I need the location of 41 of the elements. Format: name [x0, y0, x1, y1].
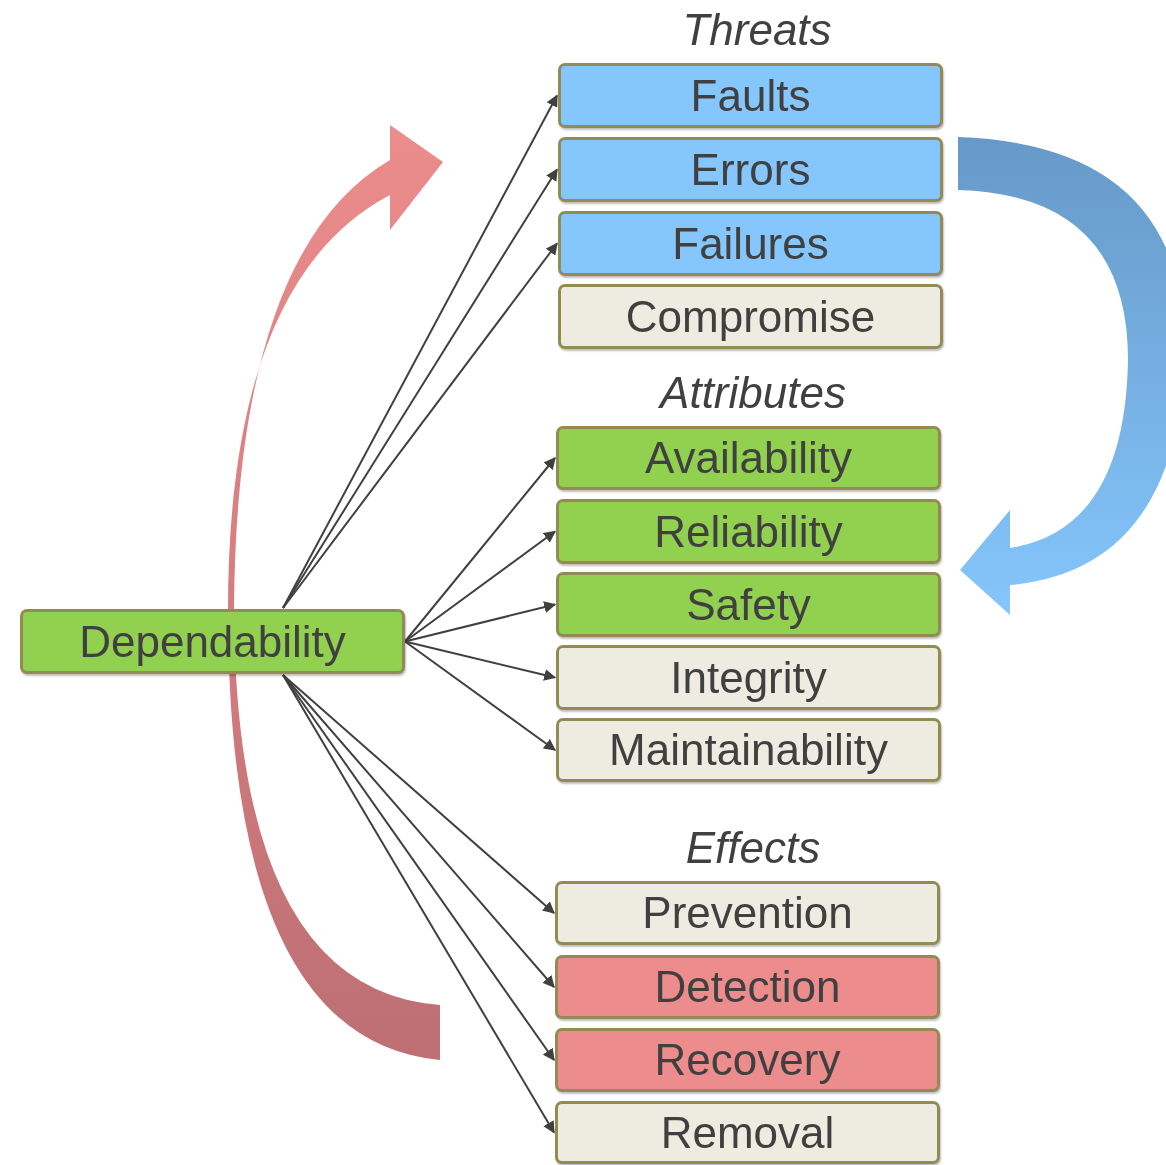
term-box [556, 718, 941, 782]
term-box [558, 211, 943, 276]
term-label: Dependability [79, 619, 346, 664]
arrow [282, 674, 555, 914]
term-box [20, 609, 405, 674]
arrow [404, 601, 557, 643]
term-label: Errors [690, 147, 811, 192]
arrow [282, 242, 558, 609]
arrow [404, 530, 556, 643]
arrow [282, 674, 555, 1134]
term-box [558, 284, 943, 349]
arrow [404, 457, 556, 643]
term-label: Prevention [642, 891, 853, 935]
term-box [558, 137, 943, 202]
term-box [556, 572, 941, 637]
arrow [404, 640, 556, 751]
group-heading: Threats [682, 8, 832, 52]
term-box [556, 499, 941, 564]
term-box [555, 1101, 940, 1164]
term-box [555, 1028, 940, 1092]
arrow [282, 674, 555, 1061]
term-label: Maintainability [609, 728, 888, 772]
term-label: Safety [686, 582, 811, 627]
term-label: Integrity [670, 655, 827, 700]
term-label: Reliability [654, 509, 843, 554]
arrow [282, 674, 555, 988]
group-heading: Effects [685, 826, 821, 870]
term-label: Compromise [625, 294, 876, 339]
group-heading: Attributes [660, 371, 846, 415]
term-box [556, 645, 941, 710]
arrow [404, 640, 557, 681]
term-box [555, 955, 940, 1019]
term-label: Faults [690, 73, 811, 118]
term-box [556, 426, 941, 490]
term-label: Availability [644, 436, 853, 480]
term-box [558, 63, 943, 128]
term-label: Removal [660, 1110, 835, 1155]
term-label: Failures [672, 221, 829, 266]
term-label: Detection [654, 965, 841, 1009]
term-box [555, 881, 940, 945]
term-label: Recovery [654, 1038, 841, 1082]
